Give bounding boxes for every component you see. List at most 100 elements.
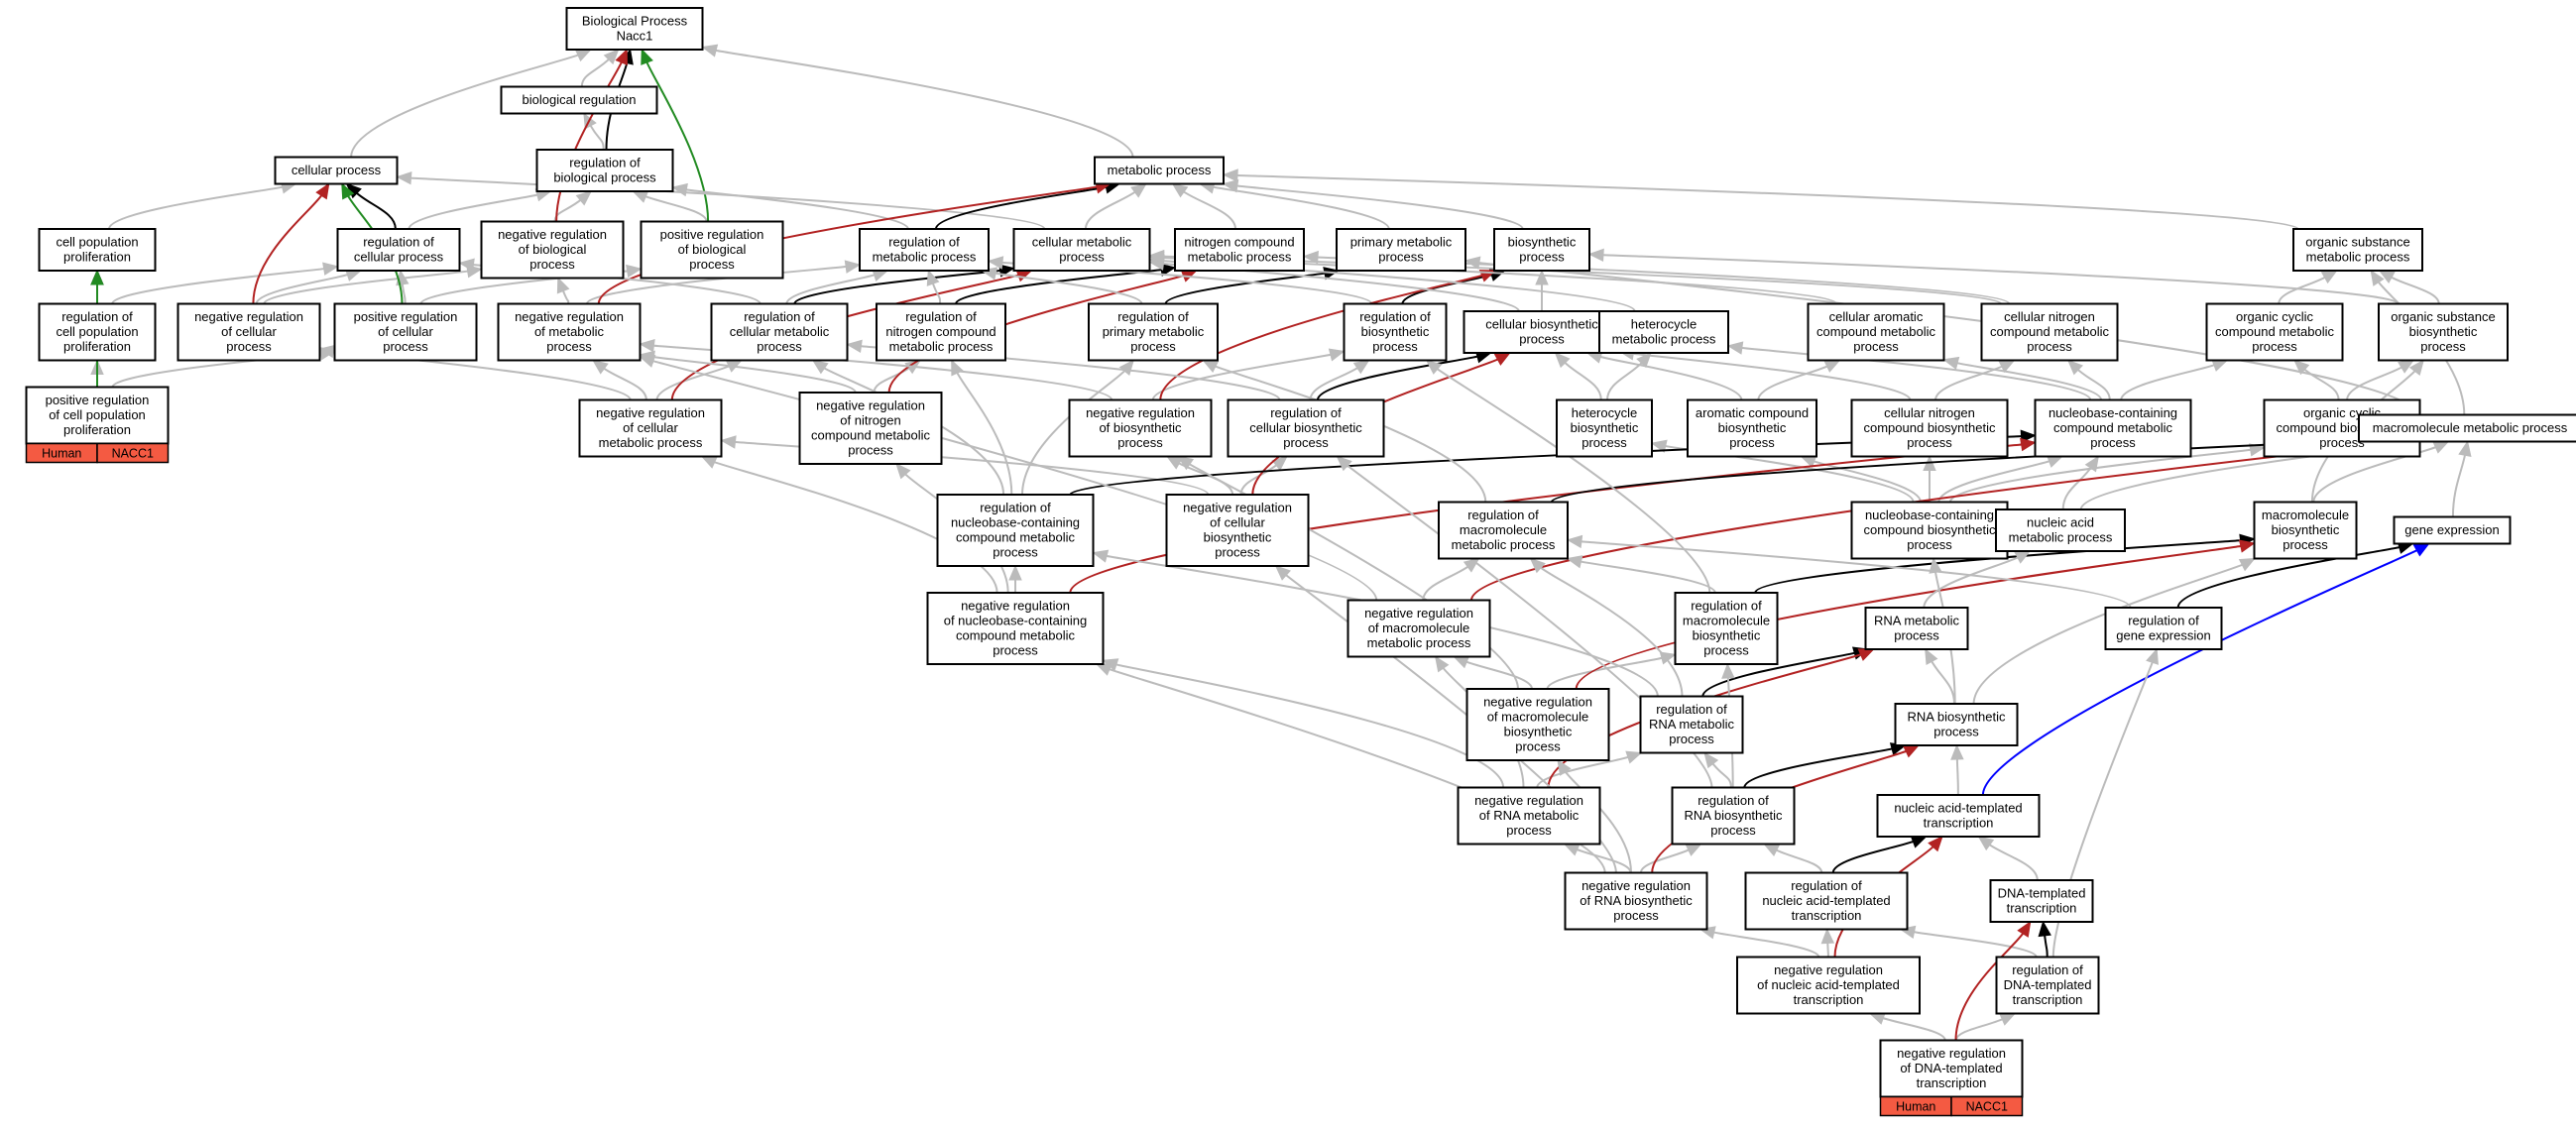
edge-is-a [1937, 455, 2063, 503]
edge-is-a [639, 339, 1113, 401]
edge-line [1930, 659, 1955, 705]
term-box [2292, 228, 2423, 272]
term-label-line: of nucleic acid-templated [1757, 977, 1900, 992]
edge-is-a [1800, 455, 1922, 503]
term-label-line: metabolic process [599, 435, 703, 450]
term-label-line: nitrogen compound [885, 324, 995, 339]
term-label-line: cellular process [292, 163, 382, 177]
go-term-rnbcmp[interactable]: regulation ofnucleobase-containingcompou… [936, 494, 1095, 567]
go-term-macromp[interactable]: macromolecule metabolic process [2358, 413, 2576, 443]
term-label-line: process [1059, 250, 1105, 265]
edge-is-a [1820, 928, 1835, 958]
edge-line [644, 59, 710, 222]
edge-is-a [1425, 359, 1711, 594]
term-label-line: metabolic process [2009, 530, 2113, 545]
edge-is-a [1925, 647, 1955, 705]
edge-is-a [1171, 182, 1236, 230]
term-label-line: cell population [56, 235, 138, 250]
term-label-line: positive regulation [354, 309, 458, 324]
term-label-line: heterocycle [1572, 405, 1637, 420]
go-term-rmbp[interactable]: regulation ofmacromoleculebiosyntheticpr… [1674, 592, 1779, 665]
edge-arrowhead [615, 48, 628, 65]
edge-is-a [1151, 348, 1346, 400]
edge-line [931, 281, 942, 304]
edge-line [555, 59, 624, 222]
edge-arrowhead [341, 182, 355, 200]
go-term-ge[interactable]: gene expression [2393, 515, 2512, 545]
edge-line [1563, 360, 1602, 400]
term-label-line: process [1519, 250, 1565, 265]
edge-line [651, 355, 857, 394]
edge-line [1164, 272, 1328, 305]
edge-arrowhead [1222, 178, 1239, 193]
edge-line [580, 56, 612, 87]
go-term-br[interactable]: biological regulation [500, 85, 658, 115]
edge-line [1239, 463, 1279, 496]
edge-line [955, 371, 1013, 496]
go-term-mp[interactable]: metabolic process [1094, 156, 1225, 185]
go-term-cp[interactable]: cellular process [274, 156, 399, 185]
term-box [38, 228, 157, 272]
term-label-line: transcription [1924, 816, 1994, 831]
term-box [1438, 501, 1569, 560]
